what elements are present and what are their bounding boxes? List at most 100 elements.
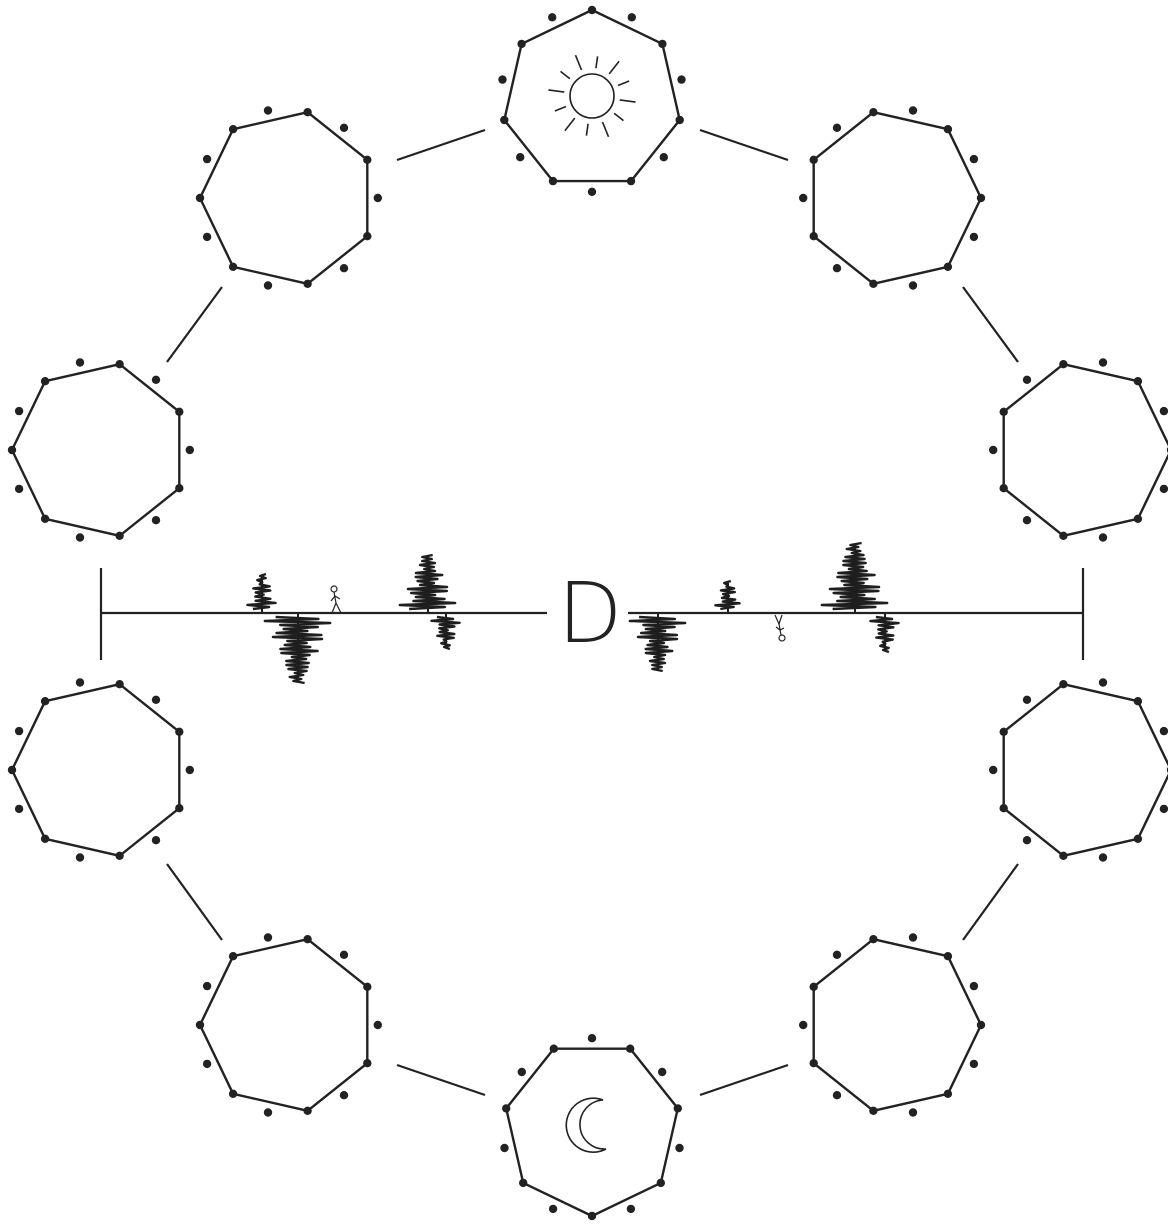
vertex-dot (869, 1106, 878, 1116)
ring-connector (962, 286, 1019, 363)
vertex-dot (502, 1104, 511, 1113)
edge-dot (548, 13, 557, 22)
vertex-dot (519, 1178, 528, 1188)
tree-crown (430, 615, 461, 651)
heptagon-node (195, 933, 382, 1117)
vertex-dot (548, 176, 558, 186)
edge-dot (263, 933, 273, 942)
vertex-dot (943, 952, 953, 961)
heptagon-node (799, 106, 986, 290)
scribble-tree (628, 613, 687, 673)
edge-dot (832, 123, 842, 132)
edge-dot (659, 153, 668, 162)
ring-connector (396, 1063, 486, 1097)
edge-dot (1159, 726, 1168, 736)
vertex-dot (976, 193, 986, 203)
vertex-dot (869, 935, 878, 944)
vertex-dot (999, 407, 1008, 416)
edge-dot (498, 75, 507, 84)
vertex-dot (517, 39, 526, 49)
heptagon-outline (1002, 363, 1168, 537)
edge-dot (1022, 695, 1032, 704)
ring-connector (166, 286, 223, 363)
heptagon-node (989, 678, 1168, 862)
vertex-dot (363, 155, 372, 164)
edge-dot (202, 232, 212, 242)
edge-dot (969, 1059, 979, 1069)
vertex-dot (195, 193, 205, 203)
heptagon-outline (505, 1047, 679, 1218)
edge-dot (263, 106, 273, 115)
sun-icon (548, 54, 636, 138)
heptagon-outline (1002, 683, 1168, 857)
edge-dot (202, 981, 212, 991)
tree-crown (263, 615, 332, 685)
ring-connector (699, 128, 789, 162)
vertex-dot (195, 1020, 205, 1030)
edge-dot (587, 187, 597, 196)
heptagon-node (7, 358, 194, 542)
scribble-tree (430, 613, 461, 651)
vertex-dot (1059, 851, 1068, 860)
vertex-dot (1059, 360, 1068, 369)
edge-dot (1022, 375, 1032, 384)
scribble-tree (398, 553, 457, 613)
vertex-dot (40, 834, 50, 843)
edge-dot (151, 516, 161, 525)
vertex-dot (809, 232, 818, 241)
vertex-dot (626, 1044, 635, 1053)
vertex-dot (115, 851, 124, 860)
ring-connector (166, 863, 223, 941)
ring-nodes (7, 5, 1168, 1221)
edge-dot (627, 13, 636, 22)
ring-connector (396, 128, 486, 162)
edge-dot (908, 933, 918, 942)
vertex-dot (303, 108, 312, 117)
heptagon-outline (10, 683, 181, 857)
edge-dot (339, 264, 349, 273)
heptagon-node (989, 358, 1168, 542)
heptagon-node (7, 678, 194, 862)
tree-crown (628, 615, 687, 673)
vertex-dot (809, 155, 818, 164)
edge-dot (989, 765, 998, 775)
heptagon-outline (198, 938, 369, 1113)
edge-dot (658, 1067, 667, 1077)
edge-dot (14, 804, 24, 814)
vertex-dot (1059, 531, 1068, 540)
edge-dot (969, 232, 979, 242)
heptagon-outline (10, 363, 181, 537)
scribble-tree (263, 613, 332, 685)
vertex-dot (40, 697, 50, 706)
edge-dot (516, 153, 525, 162)
walking-person-icon (330, 585, 342, 614)
vertex-dot (115, 531, 124, 540)
edge-dot (908, 281, 918, 290)
edge-dot (1159, 804, 1168, 814)
vertex-dot (658, 39, 667, 49)
vertex-dot (809, 982, 818, 991)
edge-dot (675, 1143, 684, 1153)
edge-dot (75, 853, 85, 862)
edge-dot (989, 445, 998, 455)
edge-dot (339, 1091, 349, 1100)
edge-dot (75, 358, 85, 367)
vertex-dot (115, 360, 124, 369)
vertex-dot (943, 262, 953, 271)
edge-dot (1159, 406, 1168, 416)
edge-dot (185, 445, 194, 455)
edge-dot (969, 981, 979, 991)
edge-dot (832, 1091, 842, 1100)
vertex-dot (1133, 834, 1143, 843)
timeline-figures (330, 585, 786, 642)
edge-dot (263, 1108, 273, 1117)
vertex-dot (626, 176, 636, 186)
vertex-dot (999, 727, 1008, 736)
vertex-dot (115, 680, 124, 689)
edge-dot (373, 193, 382, 203)
edge-dot (339, 950, 349, 959)
vertex-dot (40, 377, 50, 386)
edge-dot (1098, 853, 1108, 862)
